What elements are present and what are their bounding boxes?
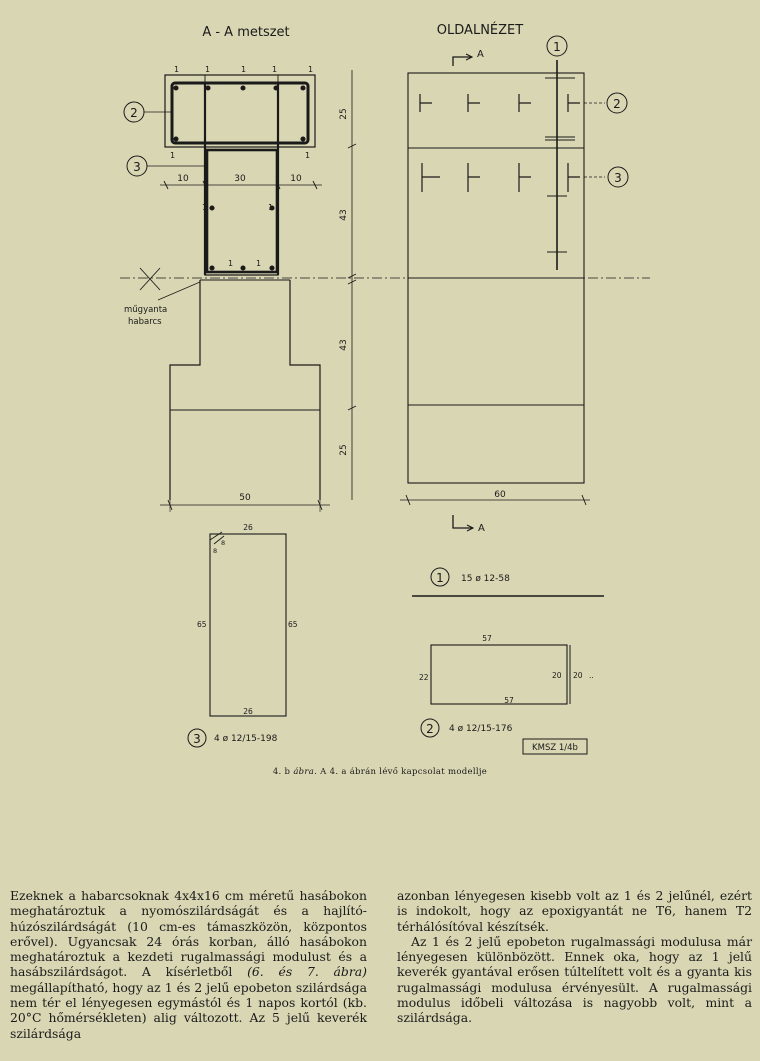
section-title: A - A metszet [202, 25, 289, 40]
svg-text:2: 2 [613, 97, 621, 111]
svg-text:1: 1 [202, 203, 207, 212]
caption-number: 4. b [272, 767, 291, 777]
flange-reinforcement [170, 81, 310, 275]
caption-text: A 4. a ábrán lévő kapcsolat modellje [320, 767, 488, 777]
left-paragraph: Ezeknek a habarcsoknak 4x4x16 cm méretű … [10, 888, 367, 1041]
svg-text:43: 43 [339, 209, 349, 220]
section-arrow-bottom: A [452, 515, 485, 534]
svg-text:2: 2 [426, 722, 434, 736]
svg-text:..: .. [589, 671, 594, 680]
right-paragraph-1: azonban lényegesen kisebb volt az 1 és 2… [397, 888, 752, 934]
figure-caption: 4. b ábra. A 4. a ábrán lévő kapcsolat m… [0, 767, 760, 777]
svg-text:1: 1 [256, 259, 261, 268]
technical-drawing: A - A metszet OLDALNÉZET 1 1 1 1 [120, 22, 650, 755]
svg-text:22: 22 [419, 673, 429, 682]
svg-text:43: 43 [339, 339, 349, 350]
svg-text:1: 1 [205, 65, 210, 74]
label-3: 3 4 ø 12/15-198 [187, 728, 278, 748]
side-view-bars [419, 60, 605, 270]
svg-text:26: 26 [243, 707, 253, 716]
side-width-dimension: 60 [400, 490, 590, 506]
callout-3-left: 3 [126, 155, 205, 177]
stirrup-2-detail: 57 57 22 20 20 .. [419, 634, 594, 705]
svg-text:1: 1 [305, 151, 310, 160]
svg-text:25: 25 [339, 108, 349, 119]
svg-text:65: 65 [197, 620, 207, 629]
svg-text:10: 10 [177, 174, 189, 184]
svg-text:25: 25 [339, 444, 349, 455]
callout-1-right: 1 [546, 35, 568, 57]
left-text-2: megállapítható, hogy az 1 és 2 jelű epob… [10, 979, 367, 1041]
right-paragraph-2: Az 1 és 2 jelű epobeton rugalmassági mod… [397, 933, 752, 1026]
svg-text:3: 3 [133, 160, 141, 174]
svg-text:20: 20 [552, 671, 562, 680]
svg-text:1: 1 [241, 65, 246, 74]
mortar-label-2: habarcs [128, 317, 162, 327]
bar-1-detail: 1 15 ø 12-58 [412, 567, 604, 597]
svg-text:1: 1 [436, 571, 444, 585]
svg-text:1: 1 [228, 259, 233, 268]
left-figure-ref: (6. és 7. ábra) [247, 964, 367, 980]
callout-2-right: 2 [606, 92, 628, 114]
svg-text:3: 3 [614, 171, 622, 185]
drawing-canvas: A - A metszet OLDALNÉZET 1 1 1 1 [120, 22, 650, 755]
svg-text:4 ø 12/15-176: 4 ø 12/15-176 [449, 724, 513, 734]
svg-text:8: 8 [221, 539, 225, 547]
width-dimension: 10 30 10 [160, 174, 322, 190]
svg-text:57: 57 [504, 696, 514, 705]
section-outline [164, 74, 321, 500]
svg-text:8: 8 [213, 547, 217, 555]
base-width-dimension: 50 [160, 493, 330, 512]
svg-text:15 ø 12-58: 15 ø 12-58 [461, 574, 510, 584]
mortar-label-1: műgyanta [124, 305, 167, 315]
svg-text:10: 10 [290, 174, 302, 184]
stirrup-3-detail: 26 26 65 65 8 8 [197, 523, 298, 717]
svg-text:A: A [478, 523, 485, 534]
svg-text:3: 3 [193, 732, 201, 746]
text-column-left: Ezeknek a habarcsoknak 4x4x16 cm méretű … [10, 888, 367, 1041]
svg-text:26: 26 [243, 523, 253, 532]
svg-text:KMSZ 1/4b: KMSZ 1/4b [532, 743, 578, 753]
side-view-outline [407, 72, 585, 484]
svg-text:4 ø 12/15-198: 4 ø 12/15-198 [214, 734, 278, 744]
svg-text:20: 20 [573, 671, 583, 680]
svg-text:1: 1 [272, 65, 277, 74]
drawing-stamp: KMSZ 1/4b [522, 738, 588, 755]
joint-cross [139, 267, 161, 291]
svg-text:1: 1 [170, 151, 175, 160]
callout-2-left: 2 [123, 101, 172, 123]
side-view-title: OLDALNÉZET [437, 22, 523, 38]
bar-marks: 1 1 1 1 1 1 1 1 1 1 1 [170, 65, 313, 268]
svg-text:1: 1 [308, 65, 313, 74]
svg-text:30: 30 [234, 174, 246, 184]
height-dimension: 25 43 43 25 [339, 70, 357, 500]
svg-text:2: 2 [130, 106, 138, 120]
label-2: 2 4 ø 12/15-176 [420, 718, 513, 738]
svg-text:1: 1 [174, 65, 179, 74]
svg-text:1: 1 [553, 40, 561, 54]
section-arrow-top: A [452, 49, 484, 66]
svg-text:A: A [477, 49, 484, 60]
svg-text:50: 50 [239, 493, 251, 503]
svg-text:60: 60 [494, 490, 506, 500]
text-column-right: azonban lényegesen kisebb volt az 1 és 2… [397, 888, 752, 1026]
caption-word: ábra. [293, 767, 318, 777]
svg-text:65: 65 [288, 620, 298, 629]
mortar-leader [157, 281, 201, 301]
svg-text:1: 1 [268, 203, 273, 212]
left-text-1: Ezeknek a habarcsoknak 4x4x16 cm méretű … [10, 888, 367, 980]
svg-text:57: 57 [482, 634, 492, 643]
callout-3-right: 3 [607, 166, 629, 188]
